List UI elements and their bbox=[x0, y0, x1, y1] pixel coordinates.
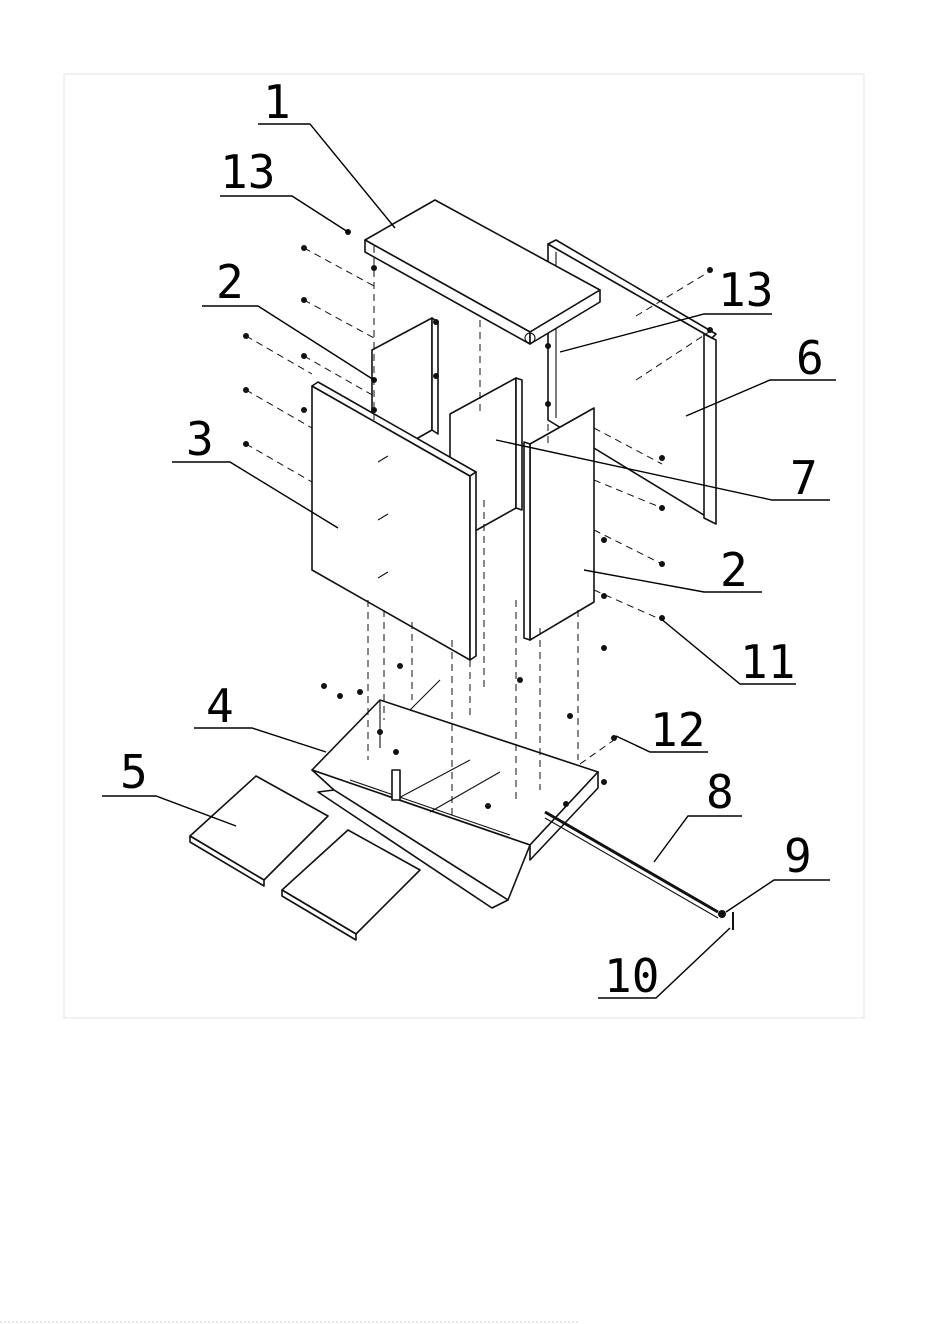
part-2-right-side-panel bbox=[524, 408, 594, 640]
part-1-top-lid bbox=[365, 200, 600, 344]
callout-9: 9 bbox=[784, 829, 812, 883]
callout-3: 3 bbox=[186, 412, 214, 466]
callout-8: 8 bbox=[706, 765, 734, 819]
callout-13-right: 13 bbox=[718, 263, 773, 317]
callout-1: 1 bbox=[263, 75, 291, 129]
callout-10: 10 bbox=[604, 949, 659, 1003]
part-9-washer bbox=[718, 910, 726, 918]
part-8-rod bbox=[545, 812, 718, 918]
callout-5: 5 bbox=[120, 745, 148, 799]
callout-4: 4 bbox=[206, 679, 234, 733]
callout-7: 7 bbox=[790, 451, 818, 505]
callout-2-right: 2 bbox=[720, 543, 748, 597]
callout-11: 11 bbox=[740, 635, 795, 689]
callout-13-top: 13 bbox=[220, 145, 275, 199]
callout-6: 6 bbox=[796, 331, 824, 385]
callout-12: 12 bbox=[650, 703, 705, 757]
callout-2-left: 2 bbox=[216, 255, 244, 309]
